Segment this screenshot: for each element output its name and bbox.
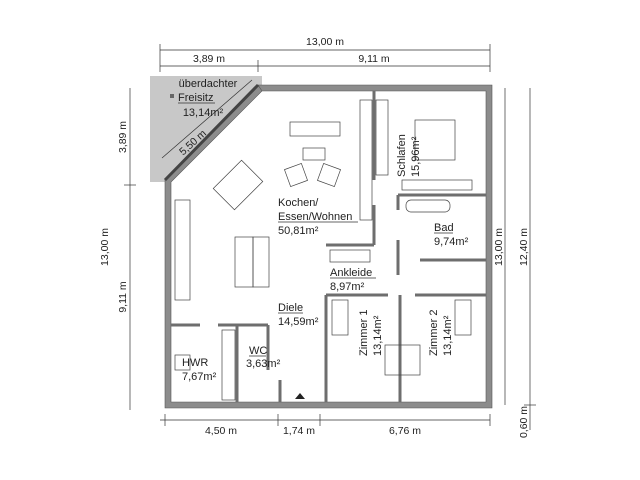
svg-text:Zimmer 2: Zimmer 2 <box>428 310 440 356</box>
dimension-lines <box>124 44 536 430</box>
svg-text:Essen/Wohnen: Essen/Wohnen <box>278 211 352 223</box>
svg-text:9,74m²: 9,74m² <box>434 236 469 248</box>
dim-top-left: 3,89 m <box>193 53 225 65</box>
svg-text:Diele: Diele <box>278 302 303 314</box>
svg-text:Zimmer 1: Zimmer 1 <box>358 310 370 356</box>
svg-text:50,81m²: 50,81m² <box>278 225 319 237</box>
furniture <box>174 99 473 401</box>
room-schlafen: Schlafen 15,96m² <box>396 134 422 177</box>
dim-bottom-left: 4,50 m <box>205 425 237 437</box>
dim-right-inner: 13,00 m <box>493 228 505 266</box>
terrace-area <box>150 76 262 182</box>
inner-walls <box>171 91 486 402</box>
room-diele: Diele 14,59m² <box>278 302 319 328</box>
svg-text:13,14m²: 13,14m² <box>372 315 384 356</box>
svg-text:13,14m²: 13,14m² <box>442 315 454 356</box>
svg-text:Bad: Bad <box>434 222 454 234</box>
svg-text:überdachter: überdachter <box>179 78 238 90</box>
room-freisitz: überdachter Freisitz 13,14m² <box>170 78 238 119</box>
svg-text:Freisitz: Freisitz <box>178 92 213 104</box>
room-kochen: Kochen/ Essen/Wohnen 50,81m² <box>278 197 358 237</box>
room-hwr: HWR 7,67m² <box>182 357 217 383</box>
dim-bottom-mid: 1,74 m <box>283 425 315 437</box>
dim-left-upper: 3,89 m <box>117 121 129 153</box>
dim-top-right: 9,11 m <box>358 53 390 65</box>
room-wc: WC 3,63m² <box>246 345 281 370</box>
dim-right-outer: 12,40 m <box>518 228 530 266</box>
svg-text:3,63m²: 3,63m² <box>246 358 281 370</box>
outer-walls <box>164 84 493 409</box>
entrance-arrow-icon <box>295 393 305 399</box>
dim-left-total: 13,00 m <box>99 228 111 266</box>
dim-right-bottom: 0,60 m <box>518 406 530 438</box>
svg-text:WC: WC <box>249 345 267 357</box>
svg-text:Schlafen: Schlafen <box>396 134 408 177</box>
room-zimmer2: Zimmer 2 13,14m² <box>428 310 454 356</box>
svg-text:14,59m²: 14,59m² <box>278 316 319 328</box>
room-zimmer1: Zimmer 1 13,14m² <box>358 310 384 356</box>
svg-text:HWR: HWR <box>182 357 208 369</box>
svg-text:Ankleide: Ankleide <box>330 267 372 279</box>
dim-top-total: 13,00 m <box>306 36 344 48</box>
svg-text:15,96m²: 15,96m² <box>410 136 422 177</box>
svg-text:13,14m²: 13,14m² <box>183 107 224 119</box>
dim-left-lower: 9,11 m <box>117 281 129 313</box>
svg-text:Kochen/: Kochen/ <box>278 197 319 209</box>
room-bad: Bad 9,74m² <box>434 222 469 248</box>
svg-text:8,97m²: 8,97m² <box>330 281 365 293</box>
svg-text:7,67m²: 7,67m² <box>182 371 217 383</box>
room-ankleide: Ankleide 8,97m² <box>330 267 376 293</box>
dim-bottom-right: 6,76 m <box>389 425 421 437</box>
